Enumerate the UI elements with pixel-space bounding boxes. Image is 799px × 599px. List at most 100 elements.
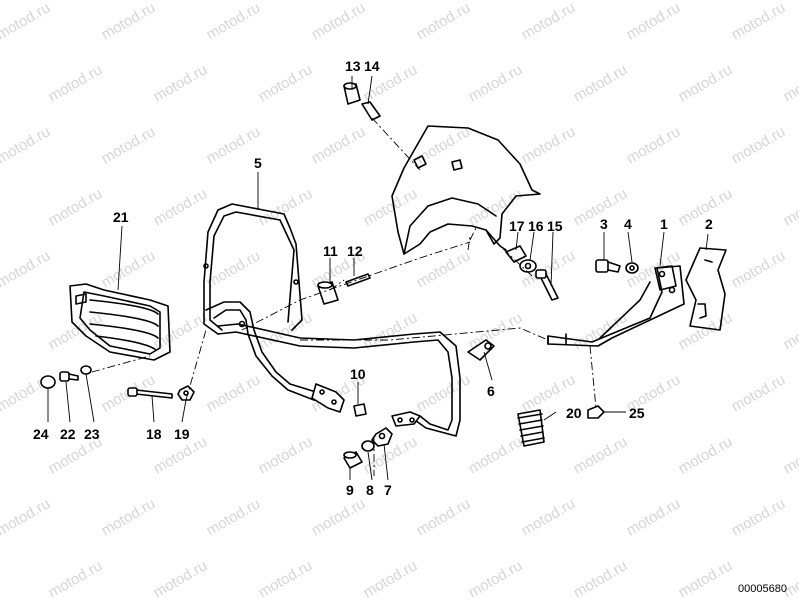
watermark-text: motod.ru [624,495,684,539]
watermark-text: motod.ru [676,557,736,599]
watermark-text: motod.ru [519,495,579,539]
watermark-text: motod.ru [624,0,684,43]
callout-19: 19 [174,426,190,442]
rubber-part-17 [505,245,527,263]
watermark-text: motod.ru [256,433,316,477]
callout-labels: 13 14 5 21 11 12 17 16 15 3 4 1 2 10 6 2… [33,58,713,498]
assembly-lines [91,117,597,476]
callout-24: 24 [33,426,49,442]
clamp-part-6 [467,339,495,361]
crash-bar-part [203,203,461,437]
watermark-text: motod.ru [414,371,474,415]
watermark-text: motod.ru [466,61,526,105]
pin-part-12 [345,273,371,287]
watermark-text: motod.ru [151,185,211,229]
watermark-text: motod.ru [676,61,736,105]
watermark-text: motod.ru [309,123,369,167]
watermark-text: motod.ru [571,433,631,477]
watermark-text: motod.ru [204,0,264,43]
watermark-text: motod.ru [571,309,631,353]
callout-25: 25 [629,405,645,421]
watermark-text: motod.ru [466,557,526,599]
watermark-text: motod.ru [256,61,316,105]
watermark-text: motod.ru [46,185,106,229]
watermark-text: motod.ru [151,61,211,105]
watermark-text: motod.ru [99,0,159,43]
callout-5: 5 [254,155,262,171]
watermark-text: motod.ru [0,0,53,43]
watermark-text: motod.ru [781,433,799,477]
screw-part-22 [59,371,79,382]
leader-lines [47,75,709,481]
watermark-text: motod.ru [46,61,106,105]
callout-13: 13 [345,58,361,74]
watermark-text: motod.ru [414,0,474,43]
cap-part-13 [343,82,361,105]
cap-part-10 [353,403,367,417]
grid-plate-part [69,283,171,361]
watermark-text: motod.ru [729,495,789,539]
watermark-text: motod.ru [414,247,474,291]
watermark-text: motod.ru [571,61,631,105]
bushing-part-16 [519,259,537,273]
watermark-text: motod.ru [46,309,106,353]
callout-8: 8 [366,482,374,498]
watermark-text: motod.ru [729,247,789,291]
sleeve-part-14 [361,101,381,121]
watermark-text: motod.ru [519,123,579,167]
washer-part-8 [361,440,375,452]
watermark-text: motod.ru [99,495,159,539]
callout-16: 16 [528,218,544,234]
watermark-text: motod.ru [466,433,526,477]
screw-part-15 [535,269,559,301]
callout-4: 4 [624,216,632,232]
cap-part-9 [343,451,363,469]
watermark-text: motod.ru [0,247,53,291]
callout-15: 15 [547,218,563,234]
watermark-text: motod.ru [781,61,799,105]
callout-20: 20 [566,405,582,421]
watermark-text: motod.ru [624,123,684,167]
watermark-text: motod.ru [204,495,264,539]
callout-11: 11 [323,243,338,259]
watermark-text: motod.ru [781,185,799,229]
callout-14: 14 [364,58,380,74]
watermark-text: motod.ru [729,123,789,167]
diagram-code: 00005680 [738,583,787,595]
bolt-part-18 [127,387,173,399]
watermark-text: motod.ru [151,557,211,599]
watermark-text: motod.ru [99,247,159,291]
watermark-text: motod.ru [361,185,421,229]
callout-1: 1 [660,216,668,232]
watermark-text: motod.ru [0,495,53,539]
watermark-text: motod.ru [729,371,789,415]
watermark-text: motod.ru [309,495,369,539]
callout-22: 22 [60,426,76,442]
spring-part-20 [517,409,545,447]
nut-part-25 [587,405,605,419]
callout-23: 23 [84,426,100,442]
center-stand-part [547,265,685,347]
rubber-pad-part [685,247,727,331]
watermark-text: motod.ru [414,495,474,539]
callout-7: 7 [384,482,392,498]
watermark-text: motod.ru [99,123,159,167]
watermark-text: motod.ru [46,557,106,599]
cap-part-24 [40,375,56,389]
callout-21: 21 [113,209,129,225]
washer-part-23 [80,365,92,375]
callout-12: 12 [347,243,363,259]
watermark-text: motod.ru [361,557,421,599]
watermark-text: motod.ru [256,557,316,599]
watermark-text: motod.ru [571,557,631,599]
callout-3: 3 [600,216,608,232]
callout-10: 10 [350,366,366,382]
watermark-text: motod.ru [519,0,579,43]
screw-part-3 [595,259,621,273]
callout-17: 17 [509,218,525,234]
callout-6: 6 [487,383,495,399]
watermark-text: motod.ru [781,309,799,353]
watermark-text: motod.ru [729,0,789,43]
nut-part-7 [371,427,393,447]
